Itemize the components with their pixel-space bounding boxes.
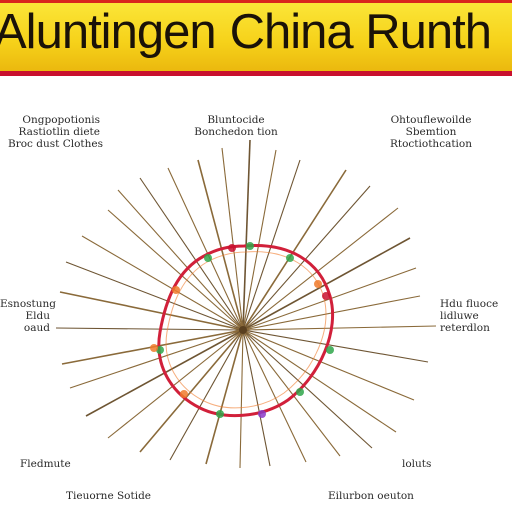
spoke-line [242,185,371,331]
label-bottom-left: Fledmute [20,458,71,470]
ring-accent [228,244,236,252]
ring-accent [216,410,224,418]
spoke-line [242,329,397,433]
spoke-line [242,149,277,331]
spoke-line [242,329,341,457]
spoke-line [59,291,244,331]
ring-accent [180,390,188,398]
spoke-line [242,169,347,331]
label-bottom-right-lower: Eilurbon oeuton [328,490,414,502]
spoke-line [197,159,244,331]
label-line: Esnostung [0,298,56,310]
label-top-right: Ohtouflewoilde Sbemtion Rtoctiothcation [386,114,476,150]
spoke-line [239,329,244,469]
ring-accent [326,346,334,354]
spoke-line [242,325,437,331]
spoke-line [242,329,271,467]
ring-accent [322,292,330,300]
spoke-line [242,329,429,363]
spoke-line [242,329,373,449]
label-line: loluts [402,458,432,470]
label-bottom-right: loluts [402,458,431,470]
label-top-center: Bluntocide Bonchedon tion [186,114,286,138]
label-line: Tieuorne Sotide [66,490,152,502]
spoke-line [81,235,244,331]
banner-top-rule [0,0,512,3]
title-word-2: China Runth [229,5,492,59]
spoke-line [107,209,244,331]
spoke-line [242,329,307,463]
spoke-line [107,329,244,439]
spoke-line [242,139,251,331]
ring-accent [246,242,254,250]
spoke-line [242,329,415,401]
label-line: Hdu fluoce [440,298,499,310]
label-mid-left: Esnostung Eldu oaud [0,298,56,334]
spoke-line [65,261,244,331]
spoke-line [117,189,244,331]
ring-accent [286,254,294,262]
ring-accent [172,286,180,294]
spoke-line [69,329,244,389]
label-line: lidluwe [440,310,479,322]
spoke-line [242,159,301,331]
spoke-line [221,147,244,331]
label-line: Broc dust Clothes [8,138,104,150]
label-line: Ohtouflewoilde [390,114,472,126]
spoke-line [167,167,244,331]
spoke-line [139,329,244,453]
label-bottom-left-lower: Tieuorne Sotide [66,490,151,502]
ring-accents-group [150,242,334,418]
label-line: Rastiotlin diete [18,126,100,138]
label-line: Ongpopotionis [22,114,100,126]
spoke-line [169,329,244,461]
hub [239,326,247,334]
ring-accent [204,254,212,262]
label-line: Bluntocide [207,114,265,126]
label-line: Eldu [25,310,50,322]
label-line: Bonchedon tion [194,126,278,138]
label-line: Rtoctiothcation [389,138,472,150]
label-line: oaud [23,322,50,334]
label-mid-right: Hdu fluoce lidluwe reterdlon [440,298,510,334]
banner-bottom-rule [0,71,512,76]
ring-accent [296,388,304,396]
spoke-line [139,177,244,331]
label-top-left: Ongpopotionis Rastiotlin diete Broc dust… [8,114,104,150]
ring-accent [258,410,266,418]
spoke-line [55,327,244,331]
label-line: Sbemtion [405,126,457,138]
spoke-line [242,207,399,331]
spokes-group [55,139,437,469]
label-line: Fledmute [20,458,71,470]
spoke-line [205,329,244,465]
ring-accent [150,344,158,352]
title-word-1: Aluntingen [0,5,217,59]
ring-accent [314,280,322,288]
label-line: Eilurbon oeuton [328,490,414,502]
label-line: reterdlon [440,322,490,334]
